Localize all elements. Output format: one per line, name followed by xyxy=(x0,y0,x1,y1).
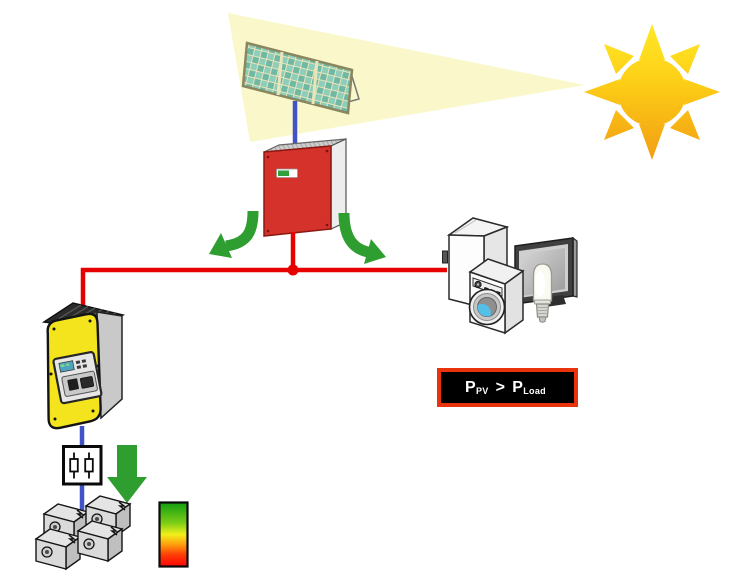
battery-inverter xyxy=(41,302,126,430)
flow-arrow-right xyxy=(338,212,386,264)
fuse-symbol xyxy=(69,452,79,479)
fuse-symbol xyxy=(84,452,94,479)
household-loads xyxy=(442,217,578,335)
formula-lhs: P xyxy=(465,378,476,396)
battery-inverter-display xyxy=(58,360,75,373)
pv-array xyxy=(241,41,360,115)
battery-icon xyxy=(35,528,81,570)
fuse-box xyxy=(62,445,103,486)
light-beam xyxy=(228,13,585,142)
battery-icon xyxy=(77,520,123,562)
pv-inverter-screws xyxy=(266,149,329,233)
flow-arrow-left xyxy=(209,210,259,258)
pv-inverter-front xyxy=(263,145,332,237)
sun-disc xyxy=(618,58,686,126)
formula-lhs-sub: PV xyxy=(475,386,489,396)
formula-rhs-sub: Load xyxy=(523,386,546,396)
fridge-handle xyxy=(442,250,448,264)
lamp-icon xyxy=(532,263,553,323)
ac-bus-line xyxy=(80,267,447,316)
ac-wiring xyxy=(80,232,447,316)
formula-operator: > xyxy=(495,378,506,396)
sun-icon xyxy=(584,24,720,160)
pv-inverter xyxy=(263,138,347,237)
charge-arrow-icon xyxy=(107,445,147,503)
ac-junction-dot xyxy=(287,264,299,276)
soc-scale xyxy=(158,501,189,568)
battery-inverter-panel xyxy=(52,351,103,405)
formula-rhs: P xyxy=(512,378,524,396)
washing-machine-icon xyxy=(468,258,525,335)
